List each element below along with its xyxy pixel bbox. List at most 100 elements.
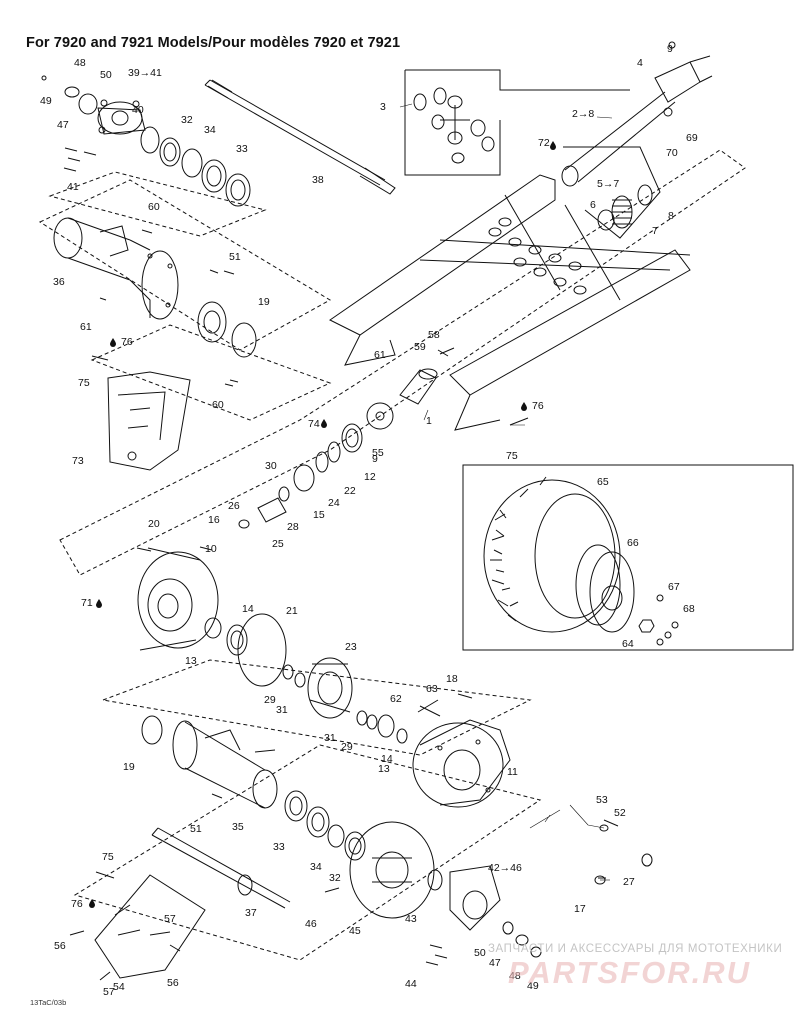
part-callout: 49: [527, 980, 539, 992]
part-callout: 19: [123, 761, 135, 773]
gear-case-housing: [356, 693, 511, 808]
upper-hub-assembly: [97, 99, 146, 135]
u-joint-cross: [413, 87, 495, 164]
skid-plate: [94, 874, 206, 979]
part-callout: 41: [67, 181, 79, 193]
part-callout: 70: [666, 147, 678, 159]
part-callout: 54: [113, 981, 125, 993]
part-callout: 8: [668, 210, 674, 222]
part-callout: 36: [53, 276, 65, 288]
part-callout: 34: [204, 124, 216, 136]
part-callout: 46: [305, 918, 317, 930]
part-callout: 16: [208, 514, 220, 526]
tire: [483, 476, 621, 633]
part-callout: 76: [532, 400, 544, 412]
part-callout: 33: [236, 143, 248, 155]
part-callout: 40: [132, 104, 144, 116]
oil-drop-icon: [550, 141, 556, 150]
part-callout: 52: [614, 807, 626, 819]
group-frame: [59, 149, 746, 576]
part-callout: 57: [103, 986, 115, 998]
part-callout: 55: [372, 447, 384, 459]
part-callout: 47: [57, 119, 69, 131]
lower-axle-shaft: [151, 827, 291, 909]
wheel-inset-frame: [462, 464, 794, 651]
part-callout: 45: [349, 925, 361, 937]
part-callout: 31: [276, 704, 288, 716]
part-callout: 27: [623, 876, 635, 888]
bolts-and-nuts: [69, 270, 653, 981]
part-callout: 60: [148, 201, 160, 213]
part-callout: 32: [181, 114, 193, 126]
part-callout: 17: [574, 903, 586, 915]
boot-assembly: [597, 184, 653, 231]
part-callout: 59: [414, 341, 426, 353]
part-callout: 4: [637, 57, 643, 69]
part-callout: 37: [245, 907, 257, 919]
part-callout: 47: [489, 957, 501, 969]
part-callout: 29: [264, 694, 276, 706]
part-callout: 48: [509, 970, 521, 982]
part-callout: 34: [310, 861, 322, 873]
part-callout: 61: [80, 321, 92, 333]
part-callout: 2→8: [572, 108, 594, 120]
part-callout: 43: [405, 913, 417, 925]
part-callout: 6: [590, 199, 596, 211]
part-callout: 61: [374, 349, 386, 361]
part-callout: 35: [232, 821, 244, 833]
part-callout: 14: [381, 753, 393, 765]
part-callout: 9: [372, 453, 378, 465]
oil-drop-icon: [96, 599, 102, 608]
part-callout: 28: [287, 521, 299, 533]
oil-drop-icon: [321, 419, 327, 428]
part-callout: 24: [328, 497, 340, 509]
part-callout: 33: [273, 841, 285, 853]
watermark-text: ЗАПЧАСТИ И АКСЕССУАРЫ ДЛЯ МОТОТЕХНИКИ: [488, 943, 783, 955]
oil-drop-icon: [89, 899, 95, 908]
part-callout: 60: [212, 399, 224, 411]
part-callout: 49: [40, 95, 52, 107]
part-callout: 29: [341, 741, 353, 753]
center-bearing-stack: [238, 347, 529, 529]
part-callout: 31: [324, 732, 336, 744]
page-title: For 7920 and 7921 Models/Pour modèles 79…: [26, 35, 401, 51]
part-callout: 20: [148, 518, 160, 530]
part-callout: 71: [81, 597, 93, 609]
drive-shaft: [561, 41, 713, 187]
group-frame: [48, 171, 267, 237]
part-callout: 68: [683, 603, 695, 615]
part-callout: 14: [242, 603, 254, 615]
part-callout: 72: [538, 137, 550, 149]
leader-lines: [399, 103, 613, 881]
part-callout: 11: [507, 766, 518, 778]
part-callout: 13: [185, 655, 197, 667]
part-callout: 1: [426, 415, 432, 427]
oil-drop-icon: [521, 402, 527, 411]
upper-bearing-stack: [140, 126, 251, 207]
part-callout: 23: [345, 641, 357, 653]
part-callout: 50: [474, 947, 486, 959]
part-callout: 32: [329, 872, 341, 884]
u-joint-frame: [404, 69, 630, 176]
part-callout: 7: [652, 225, 658, 237]
upper-axle-housing: [53, 217, 179, 320]
part-callout: 21: [286, 605, 298, 617]
lower-hub: [425, 865, 542, 966]
part-callout: 10: [205, 543, 217, 555]
part-callout: 13: [378, 763, 390, 775]
part-callout: 75: [78, 377, 90, 389]
gear-case-cover: [136, 547, 219, 651]
part-callout: 74: [308, 418, 320, 430]
rim: [575, 544, 679, 646]
part-callout: 51: [229, 251, 241, 263]
boot-frame: [563, 146, 661, 239]
part-callout: 5→7: [597, 178, 619, 190]
swing-arm-frame: [329, 174, 691, 431]
watermark-logo: PARTSFOR.RU: [508, 955, 752, 990]
oil-drop-icon: [110, 338, 116, 347]
part-callout: 56: [54, 940, 66, 952]
part-callout: 62: [390, 693, 402, 705]
bracket-73: [91, 355, 191, 471]
part-callout: 51: [190, 823, 202, 835]
